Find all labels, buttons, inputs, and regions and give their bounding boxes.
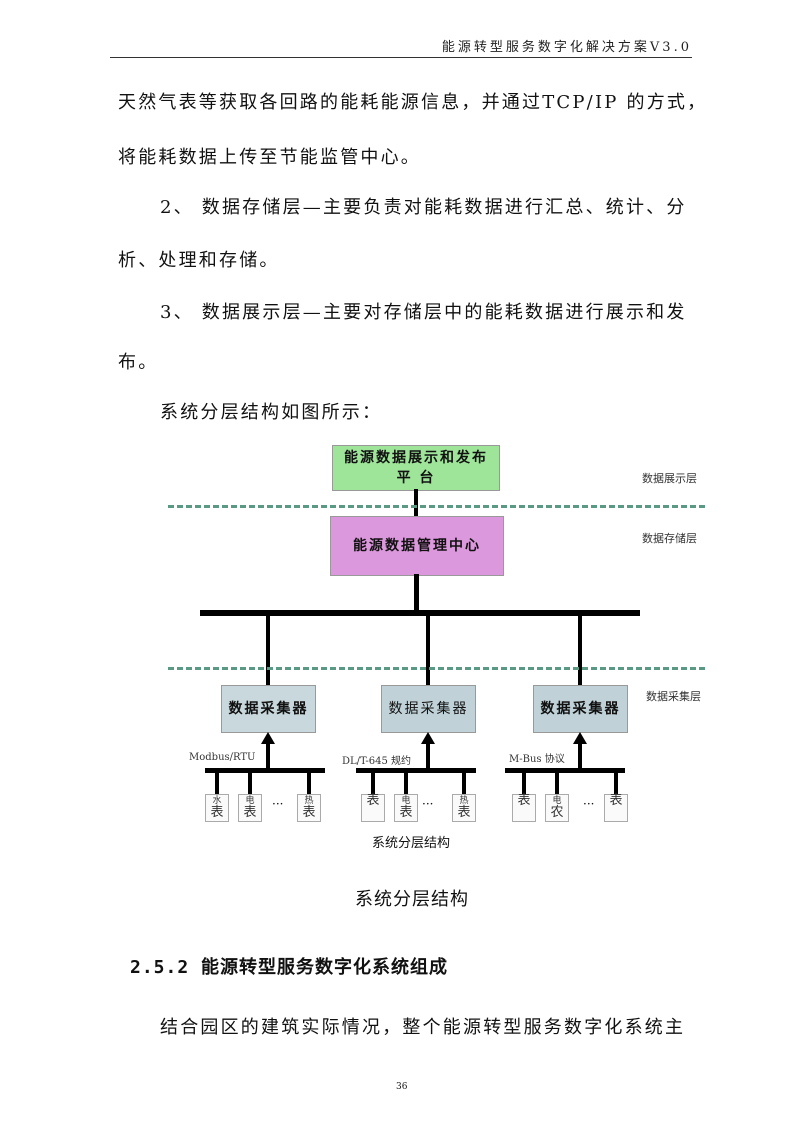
meter-label-bottom: 表 bbox=[366, 793, 380, 808]
sub-bus bbox=[505, 768, 625, 773]
sub-bus bbox=[356, 768, 476, 773]
ellipsis: ··· bbox=[422, 797, 434, 811]
layer-label-display: 数据展示层 bbox=[642, 472, 697, 485]
meter-box: 表 bbox=[361, 794, 385, 822]
meter-box: 热表 bbox=[297, 794, 321, 822]
meter-drop bbox=[522, 772, 526, 794]
meter-label-bottom: 农 bbox=[550, 805, 564, 820]
arrow-up-icon bbox=[421, 732, 435, 744]
meter-label-bottom: 表 bbox=[517, 793, 531, 808]
meter-label-bottom: 表 bbox=[609, 793, 623, 808]
meter-label-top: 热 bbox=[304, 796, 314, 806]
meter-drop bbox=[248, 772, 252, 794]
layer-divider bbox=[168, 505, 705, 508]
protocol-label: DL/T-645 规约 bbox=[342, 756, 412, 767]
bus-drop bbox=[266, 614, 270, 686]
connector-line bbox=[414, 489, 418, 517]
body-line: 系统分层结构如图所示： bbox=[160, 402, 383, 423]
body-line: 析、处理和存储。 bbox=[118, 250, 280, 271]
meter-box: 表 bbox=[604, 794, 628, 822]
display-platform-box: 能源数据展示和发布 平 台 bbox=[332, 445, 500, 491]
figure-caption: 系统分层结构 bbox=[355, 889, 469, 910]
running-header: 能源转型服务数字化解决方案V3.0 bbox=[441, 40, 692, 55]
meter-box: 电表 bbox=[394, 794, 418, 822]
meter-drop bbox=[555, 772, 559, 794]
bus-drop bbox=[578, 614, 582, 686]
body-line: 结合园区的建筑实际情况，整个能源转型服务数字化系统主 bbox=[160, 1017, 686, 1038]
display-box-line1: 能源数据展示和发布 bbox=[344, 450, 488, 466]
meter-label-top: 电 bbox=[245, 796, 255, 806]
data-collector-box: 数据采集器 bbox=[381, 685, 476, 733]
layer-divider bbox=[168, 667, 705, 670]
meter-label-top: 电 bbox=[401, 796, 411, 806]
meter-box: 热表 bbox=[452, 794, 476, 822]
connector-line bbox=[414, 574, 419, 614]
page-number: 36 bbox=[396, 1082, 408, 1092]
meter-box: 水表 bbox=[205, 794, 229, 822]
connector-line bbox=[426, 742, 430, 770]
bus-drop bbox=[426, 614, 430, 686]
body-line: 3、 数据展示层—主要对存储层中的能耗数据进行展示和发 bbox=[160, 302, 687, 323]
meter-label-bottom: 表 bbox=[457, 805, 471, 820]
data-management-center-box: 能源数据管理中心 bbox=[330, 516, 504, 576]
body-line: 将能耗数据上传至节能监管中心。 bbox=[118, 147, 421, 168]
body-line: 布。 bbox=[118, 352, 159, 373]
meter-drop bbox=[404, 772, 408, 794]
meter-label-top: 热 bbox=[459, 796, 469, 806]
meter-drop bbox=[371, 772, 375, 794]
meter-box: 表 bbox=[512, 794, 536, 822]
connector-line bbox=[578, 742, 582, 770]
meter-box: 电表 bbox=[238, 794, 262, 822]
meter-drop bbox=[614, 772, 618, 794]
meter-label-bottom: 表 bbox=[243, 805, 257, 820]
body-line: 天然气表等获取各回路的能耗能源信息，并通过TCP/IP 的方式， bbox=[118, 92, 708, 113]
layer-label-storage: 数据存储层 bbox=[642, 532, 697, 545]
meter-label-top: 水 bbox=[212, 796, 222, 806]
section-heading: 2.5.2 能源转型服务数字化系统组成 bbox=[130, 957, 449, 978]
meter-drop bbox=[462, 772, 466, 794]
main-bus bbox=[200, 610, 640, 616]
layer-label-collect: 数据采集层 bbox=[646, 690, 701, 703]
diagram-inner-caption: 系统分层结构 bbox=[372, 836, 451, 851]
ellipsis: ··· bbox=[583, 797, 595, 811]
data-collector-box: 数据采集器 bbox=[221, 685, 316, 733]
meter-label-bottom: 表 bbox=[302, 805, 316, 820]
meter-label-bottom: 表 bbox=[210, 805, 224, 820]
protocol-label: M-Bus 协议 bbox=[509, 754, 565, 765]
meter-drop bbox=[307, 772, 311, 794]
data-collector-box: 数据采集器 bbox=[533, 685, 628, 733]
protocol-label: Modbus/RTU bbox=[189, 752, 256, 763]
arrow-up-icon bbox=[573, 732, 587, 744]
meter-label-top: 电 bbox=[552, 796, 562, 806]
meter-box: 电农 bbox=[545, 794, 569, 822]
ellipsis: ··· bbox=[272, 797, 284, 811]
arrow-up-icon bbox=[261, 732, 275, 744]
meter-label-bottom: 表 bbox=[399, 805, 413, 820]
body-line: 2、 数据存储层—主要负责对能耗数据进行汇总、统计、分 bbox=[160, 197, 687, 218]
sub-bus bbox=[205, 768, 325, 773]
meter-drop bbox=[215, 772, 219, 794]
header-rule bbox=[110, 57, 692, 58]
connector-line bbox=[266, 742, 270, 770]
display-box-line2: 平 台 bbox=[396, 470, 436, 486]
